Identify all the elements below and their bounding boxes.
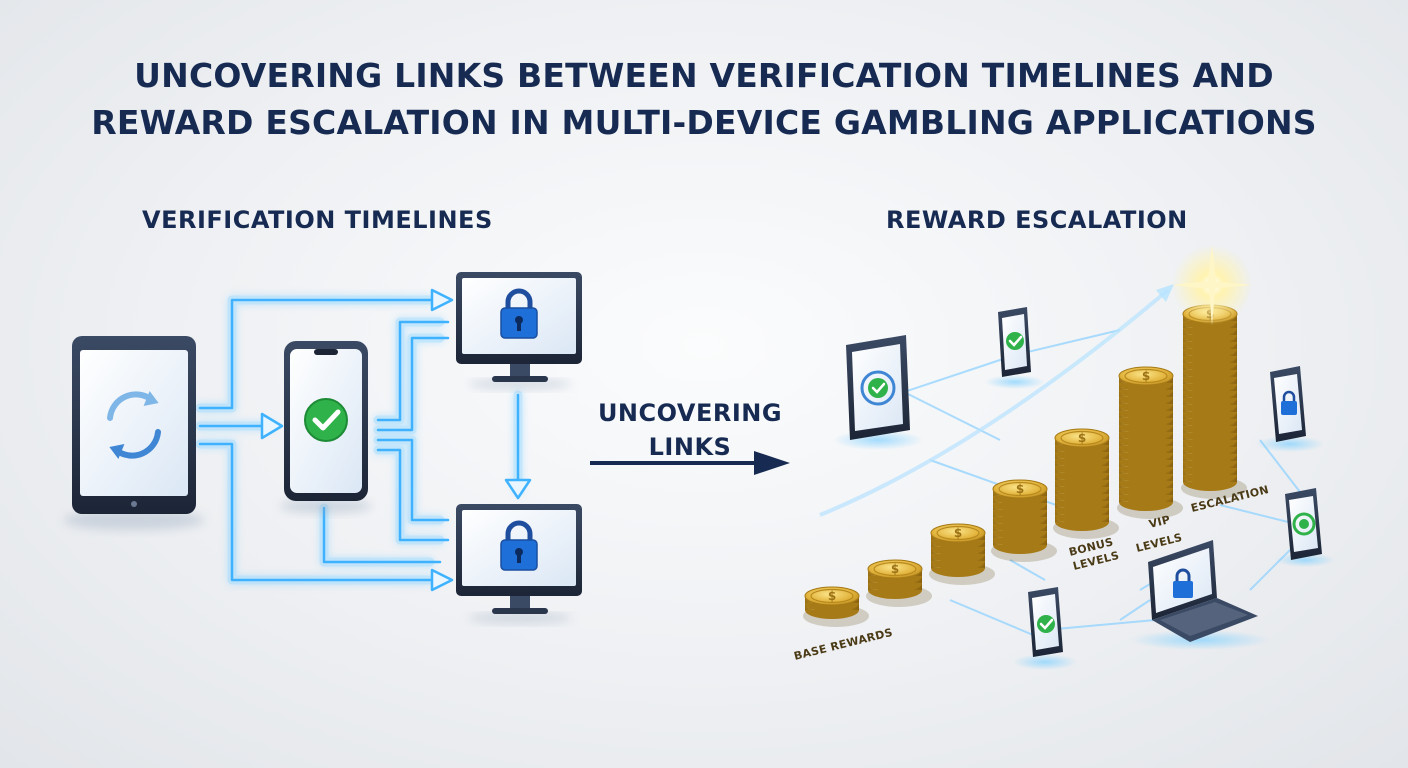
title-line-2: REWARD ESCALATION IN MULTI-DEVICE GAMBLI… <box>91 103 1317 142</box>
lock-icon <box>1281 390 1297 415</box>
lock-icon <box>500 520 538 571</box>
base-rewards-label: BASE REWARDS <box>793 626 895 663</box>
phone-device-reward-top <box>985 307 1045 389</box>
dollar-icon: $ <box>828 589 836 603</box>
coin-stack: $ <box>991 479 1057 562</box>
lock-icon <box>1173 568 1193 598</box>
uncovering-links-label: UNCOVERING LINKS <box>588 396 792 464</box>
monitor-device-bottom <box>456 504 582 623</box>
laptop-device <box>1130 540 1270 650</box>
uncovering-links-line1: UNCOVERING <box>597 399 783 427</box>
arrow-head-icon <box>504 478 532 500</box>
arrow-head-icon <box>430 288 454 312</box>
coin-stack: $ <box>929 523 995 585</box>
reward-escalation-heading: REWARD ESCALATION <box>886 206 1188 234</box>
sparkle-icon <box>1172 245 1252 325</box>
dollar-icon: $ <box>1142 369 1150 383</box>
dollar-icon: $ <box>954 526 962 540</box>
phone-device-reward-right <box>1256 366 1324 452</box>
coin-stack: $ <box>1181 304 1247 499</box>
sync-icon <box>1292 512 1316 536</box>
coin-stack: $ <box>1117 366 1183 519</box>
vip-levels-label-line1: VIP <box>1148 513 1172 531</box>
page-title: UNCOVERING LINKS BETWEEN VERIFICATION TI… <box>0 52 1408 146</box>
coin-stack: $ <box>866 559 932 607</box>
monitor-device-top <box>456 272 582 389</box>
phone-device-reward-side <box>1275 488 1335 567</box>
verification-timelines-heading: VERIFICATION TIMELINES <box>142 206 493 234</box>
tablet-device-reward <box>833 335 923 450</box>
phone-device <box>280 341 372 513</box>
arrow-head-icon <box>260 412 284 440</box>
vip-levels-label-line2: LEVELS <box>1135 531 1184 555</box>
sync-icon <box>107 390 161 460</box>
coin-stack: $ <box>1053 428 1119 539</box>
coin-stacks: $ $ $ $ $ $ $ <box>803 304 1247 627</box>
lock-icon <box>500 288 538 339</box>
dollar-icon: $ <box>1078 431 1086 445</box>
checkmark-icon <box>1006 332 1024 350</box>
uncovering-links-line2: LINKS <box>648 433 732 461</box>
checkmark-icon <box>304 398 348 442</box>
dollar-icon: $ <box>1016 482 1024 496</box>
verification-flow-lines <box>195 288 532 592</box>
arrow-head-icon <box>430 568 454 592</box>
escalation-arrow <box>819 284 1174 517</box>
title-line-1: UNCOVERING LINKS BETWEEN VERIFICATION TI… <box>134 56 1274 95</box>
dollar-icon: $ <box>891 562 899 576</box>
sync-check-icon <box>860 370 896 406</box>
checkmark-icon <box>1037 615 1055 633</box>
coin-stack: $ <box>803 586 869 627</box>
uncovering-arrow <box>590 451 790 475</box>
tablet-device <box>64 336 204 530</box>
phone-device-reward-bottom <box>1013 587 1077 670</box>
